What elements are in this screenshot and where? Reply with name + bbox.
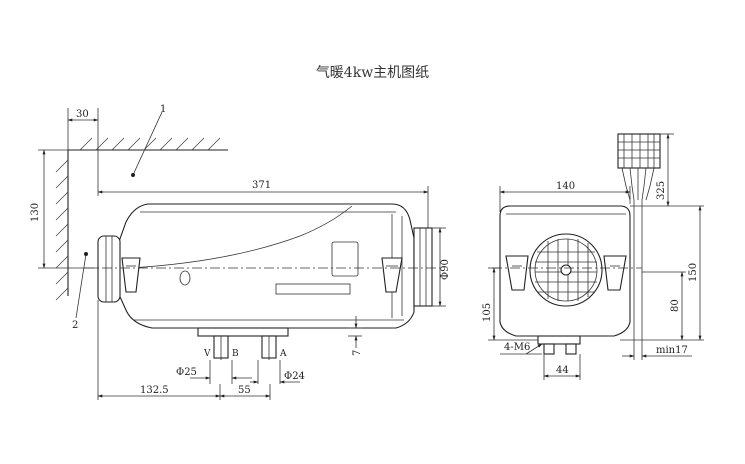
dim-port-offset: 132.5 — [140, 385, 169, 396]
dim-mount-height: 105 — [482, 303, 493, 322]
dim-wall-gap: 30 — [76, 109, 89, 120]
outlet-pipe — [413, 227, 433, 307]
leader-label-2: 2 — [72, 320, 78, 331]
base-and-ports — [197, 327, 289, 360]
front-view: 325 140 — [482, 133, 704, 380]
dim-bolt-spec: 4-M6 — [504, 342, 530, 353]
inlet-cap — [97, 235, 121, 303]
heater-body — [115, 203, 415, 329]
dim-port-spacing: 55 — [238, 385, 251, 396]
front-brackets — [505, 255, 627, 291]
side-view: 1 2 30 130 371 — [30, 104, 451, 400]
dim-width: 140 — [556, 181, 575, 192]
dim-min-clearance: min17 — [656, 345, 688, 356]
port-letter-v: V — [203, 349, 211, 359]
dim-overall-height: 150 — [688, 263, 699, 282]
port-letter-b: B — [232, 349, 239, 359]
fan-grille — [529, 233, 603, 307]
side-wall — [55, 150, 69, 301]
wire-connector — [617, 133, 661, 272]
dim-bolt-spacing: 44 — [556, 365, 569, 376]
front-base — [537, 335, 581, 355]
port-letter-a: A — [279, 349, 287, 359]
drawing-title: 气暖4kw主机图纸 — [315, 65, 430, 81]
dim-fuel-port: Φ25 — [176, 367, 197, 378]
dim-exhaust-port: Φ24 — [284, 371, 305, 382]
dim-overall-length: 371 — [252, 180, 271, 191]
dim-cable-length: 325 — [656, 181, 667, 200]
mounting-brackets — [121, 257, 403, 293]
dim-inlet-diameter: Φ90 — [440, 259, 451, 280]
dim-side-height: 80 — [670, 299, 681, 312]
ceiling-wall — [68, 137, 228, 151]
leader-dot-2 — [84, 252, 88, 256]
leader-dot-1 — [131, 173, 135, 177]
dim-base-depth: 7 — [352, 350, 363, 356]
dim-height: 130 — [30, 203, 41, 222]
leader-label-1: 1 — [160, 104, 166, 115]
